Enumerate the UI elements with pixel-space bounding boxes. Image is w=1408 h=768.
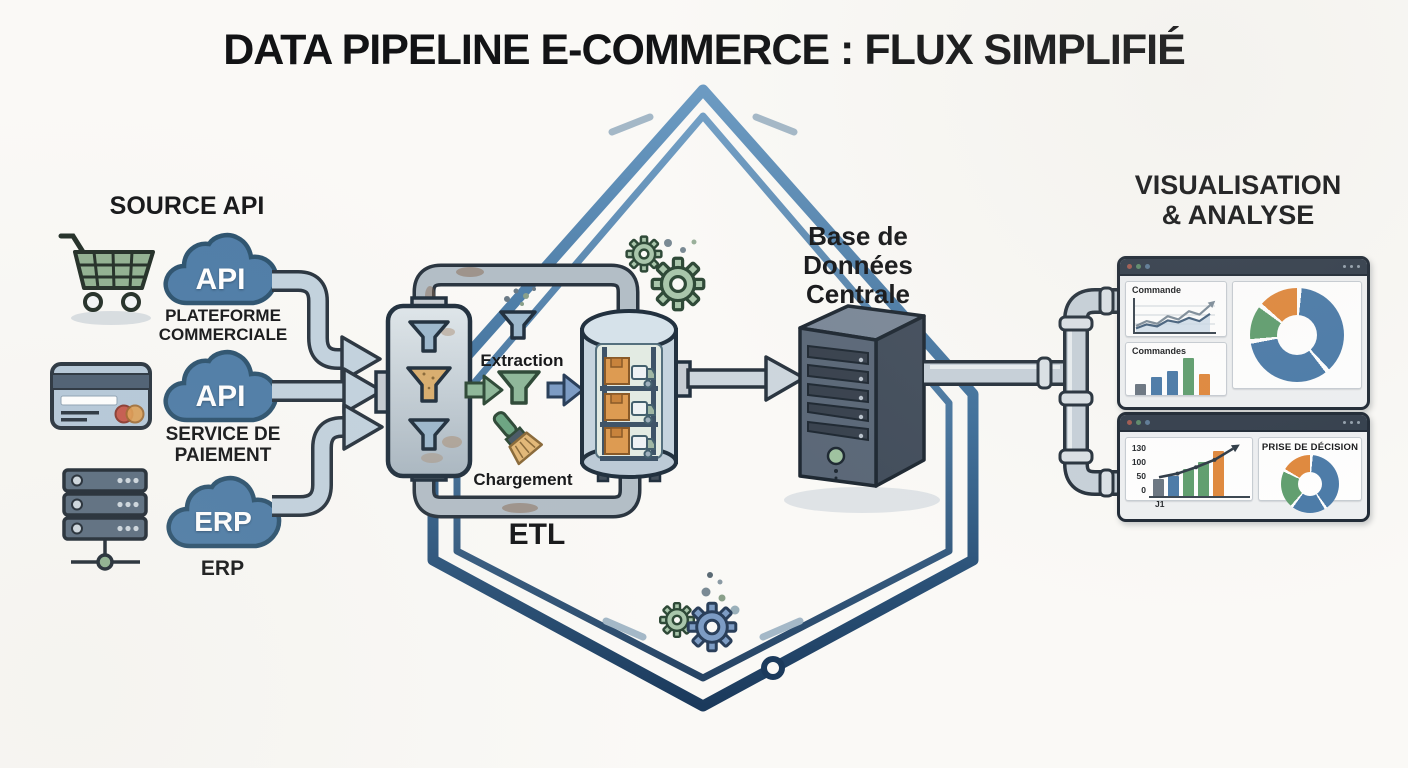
payment-label-line2: PAIEMENT <box>174 445 272 466</box>
orders-bar-chart <box>1126 357 1226 395</box>
brush-icon <box>492 411 544 466</box>
decision-donut-chart <box>1281 455 1339 513</box>
source-api-heading: SOURCE API <box>109 192 265 220</box>
decision-title: PRISE DE DÉCISION <box>1261 442 1359 453</box>
extraction-funnel-icon <box>499 287 537 340</box>
funnel-icon-filled <box>406 366 452 403</box>
orders-line-chart <box>1126 296 1226 336</box>
trend-arrow <box>1158 444 1240 479</box>
payment-label-line1: SERVICE DE <box>165 424 281 445</box>
pipe-arrow-payment <box>272 367 384 415</box>
pipe-arrow-platform <box>272 270 382 383</box>
funnel-icon <box>408 320 450 353</box>
growth-bar-chart <box>1149 442 1250 498</box>
main-title: DATA PIPELINE E-COMMERCE : FLUX SIMPLIFI… <box>223 26 1186 74</box>
server-tower-icon <box>784 304 940 513</box>
traffic-dot-blue <box>1145 420 1150 425</box>
flow-arrow-green <box>464 374 504 406</box>
line-chart-card: Commande <box>1125 281 1227 337</box>
bar <box>1183 358 1194 395</box>
extraction-label: Extraction <box>480 351 564 370</box>
api-cloud-2-badge: API <box>195 380 246 413</box>
erp-cloud <box>166 475 282 549</box>
database-label-line1: Base de <box>808 221 908 251</box>
etl-funnel-panel <box>374 296 473 482</box>
database-label-line3: Centrale <box>805 279 911 309</box>
bar <box>1213 451 1224 496</box>
box-truck-row <box>600 393 658 427</box>
erp-cloud-badge: ERP <box>194 506 252 537</box>
ytick: 0 <box>1141 485 1146 495</box>
server-rack-icon <box>62 468 148 571</box>
titlebar-menu-dots <box>1343 265 1360 268</box>
traffic-dot-blue <box>1145 264 1150 269</box>
traffic-dot-green <box>1136 264 1141 269</box>
dashboard-window-2: 130 100 50 0 J1 PRISE DE DÉCISION <box>1117 412 1370 522</box>
visualisation-heading-line1: VISUALISATION <box>1134 170 1342 200</box>
funnel-icon <box>408 418 450 451</box>
growth-chart-card: 130 100 50 0 J1 <box>1125 437 1253 509</box>
api-cloud-1-badge: API <box>195 263 246 296</box>
platform-label-line1: PLATEFORME <box>165 306 281 325</box>
box-truck-row <box>600 427 658 461</box>
traffic-dot-green <box>1136 420 1141 425</box>
ytick: 50 <box>1136 471 1146 481</box>
visualisation-heading-line2: & ANALYSE <box>1161 200 1315 230</box>
xtick-j1: J1 <box>1155 499 1165 509</box>
pipe-flange <box>1036 286 1115 498</box>
etl-label: ETL <box>508 518 566 551</box>
chargement-label: Chargement <box>473 470 573 489</box>
bar <box>1153 479 1164 496</box>
shopping-cart-icon <box>58 233 155 325</box>
titlebar-menu-dots <box>1343 421 1360 424</box>
bar <box>1167 371 1178 395</box>
storage-tank <box>580 309 692 483</box>
window-titlebar <box>1120 415 1367 432</box>
gears-bottom-icon <box>658 572 740 653</box>
dashboard-window-1: Commande Commandes <box>1117 256 1370 410</box>
gears-top-icon <box>625 235 706 312</box>
orders-donut-chart <box>1250 288 1344 382</box>
box-truck-row <box>600 357 658 391</box>
circuit-node <box>761 656 785 680</box>
line-chart-title: Commande <box>1132 285 1182 295</box>
bar <box>1198 462 1209 496</box>
bar <box>1183 469 1194 496</box>
traffic-dot-red <box>1127 264 1132 269</box>
bar <box>1135 384 1146 395</box>
bar-chart-title: Commandes <box>1132 346 1187 356</box>
ytick: 100 <box>1131 457 1146 467</box>
credit-card-icon <box>50 362 152 430</box>
erp-label: ERP <box>200 557 245 580</box>
pipe-network <box>924 286 1120 498</box>
bar-chart-card: Commandes <box>1125 342 1227 396</box>
etl-pipe-bottom <box>412 468 642 519</box>
database-label-line2: Données <box>803 250 913 280</box>
db-arrow <box>686 355 806 402</box>
bar <box>1168 476 1179 496</box>
traffic-dot-red <box>1127 420 1132 425</box>
flow-arrow-blue <box>546 373 585 407</box>
decision-card: PRISE DE DÉCISION <box>1258 437 1362 513</box>
platform-label-line2: COMMERCIALE <box>158 325 288 344</box>
transform-funnel-icon <box>497 370 541 405</box>
pipe-arrow-erp <box>272 403 384 517</box>
donut-chart-card <box>1232 281 1362 389</box>
window-titlebar <box>1120 259 1367 276</box>
ytick: 130 <box>1131 443 1146 453</box>
bar <box>1199 374 1210 395</box>
bar <box>1151 377 1162 395</box>
